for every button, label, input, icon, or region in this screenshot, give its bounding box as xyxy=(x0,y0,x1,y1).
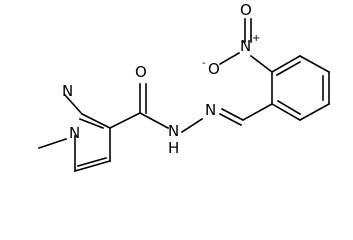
bond-n-ch-double-a xyxy=(220,107,245,122)
bond-c5-c4 xyxy=(74,160,111,172)
bond-c3-n2-double xyxy=(78,117,105,130)
atom-nitro-n: N xyxy=(240,37,251,55)
atom-carbonyl-o: O xyxy=(135,63,147,81)
bond-c3-n2 xyxy=(80,112,112,130)
bond-ar-5 xyxy=(298,102,331,122)
atom-nitro-o-left-charge: - xyxy=(202,58,206,69)
bond-ar-nitro xyxy=(249,54,274,74)
bond-c5-c4-double xyxy=(77,157,107,167)
bond-c3-carbonyl xyxy=(108,111,142,130)
bond-ar-double-3 xyxy=(276,99,302,116)
bond-n-ch-double-b xyxy=(218,112,243,127)
bond-n-n-hydrazine xyxy=(180,117,204,134)
atom-hydrazone-n: N xyxy=(205,101,216,119)
atom-hydrazine-h: H xyxy=(168,139,179,157)
bond-carbonyl-nh xyxy=(138,111,170,130)
bond-ch-ar xyxy=(241,102,274,122)
molecular-structure: O N + O - N N O N H N xyxy=(37,1,331,172)
bond-ar-3 xyxy=(298,54,331,74)
atom-pyrazole-n1: N xyxy=(69,124,80,142)
atom-nitro-o-top: O xyxy=(240,1,252,19)
atom-nitro-o-left: O xyxy=(208,60,220,78)
bond-nitro-o-left xyxy=(218,51,241,66)
atom-hydrazine-n: N xyxy=(168,122,179,140)
atom-pyrazole-n2: N xyxy=(62,82,73,100)
bond-n-methyl xyxy=(37,137,68,150)
bond-ar-2 xyxy=(270,54,302,74)
bond-n-n xyxy=(63,93,84,116)
bond-ar-6 xyxy=(270,102,302,122)
atom-nitro-n-charge: + xyxy=(252,33,260,44)
bond-ar-double-1 xyxy=(275,60,302,77)
